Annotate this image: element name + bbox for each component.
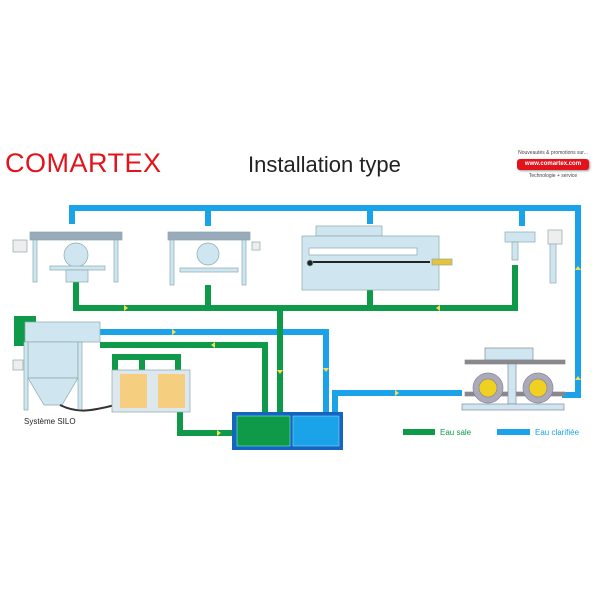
water-tank [232,412,343,450]
bridge-saw-machine-2 [167,231,261,286]
clear-water-pipes [69,205,581,412]
filter-press [461,347,566,411]
bridge-saw-machine-1 [12,231,123,283]
silo-label: Système SILO [24,417,76,426]
page-title: Installation type [248,152,401,177]
legend-clear-label: Eau clarifiée [535,428,580,437]
website-badge: Nouveautés & promotions sur... www.comar… [510,150,596,179]
polishing-machine [301,225,453,291]
dirty-water-pipes [73,265,518,436]
silo-system [12,316,156,412]
badge-bottom-text: Technologie + service [528,173,578,179]
badge-top-text: Nouveautés & promotions sur... [518,150,588,156]
legend-clear-swatch [497,429,530,435]
decanter-tanks [111,369,191,413]
brand-logo: COMARTEX [5,148,162,178]
legend-dirty-label: Eau sale [440,428,472,437]
website-link-button[interactable]: www.comartex.com [517,159,589,170]
legend: Eau sale Eau clarifiée [403,428,580,437]
cutting-machine-4 [504,229,563,284]
legend-dirty-swatch [403,429,435,435]
flow-arrows [124,266,581,436]
